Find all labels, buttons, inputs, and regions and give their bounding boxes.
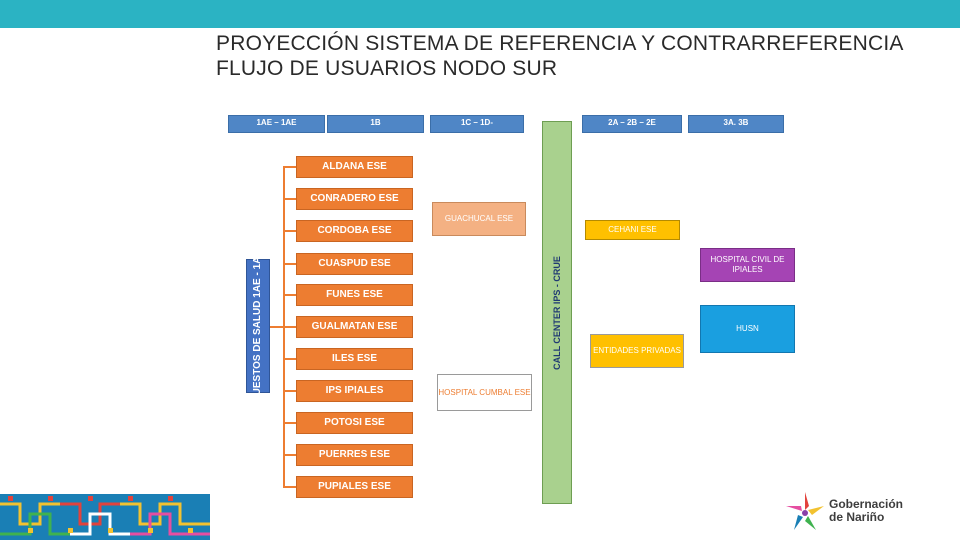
connector-branch	[284, 454, 296, 456]
connector-branch	[284, 390, 296, 392]
hospital-cumbal-box: HOSPITAL CUMBAL ESE	[437, 374, 532, 411]
connector-branch	[284, 486, 296, 488]
connector-branch	[284, 422, 296, 424]
logo-line-1: Gobernación	[829, 497, 904, 511]
ese-aldana: ALDANA ESE	[296, 156, 413, 178]
header-3a-3b: 3A. 3B	[688, 115, 784, 133]
connector-branch	[284, 230, 296, 232]
hospital-civil-ipiales-box: HOSPITAL CIVIL DE IPIALES	[700, 248, 795, 282]
cehani-ese-box: CEHANI ESE	[585, 220, 680, 240]
connector-branch	[284, 263, 296, 265]
header-2a-2b-2e: 2A – 2B – 2E	[582, 115, 682, 133]
connector-puestos	[270, 326, 284, 328]
guachucal-ese-box: GUACHUCAL ESE	[432, 202, 526, 236]
page-title: PROYECCIÓN SISTEMA DE REFERENCIA Y CONTR…	[216, 32, 903, 80]
logo-line-2: de Nariño	[829, 510, 885, 524]
ese-cordoba: CORDOBA ESE	[296, 220, 413, 242]
gobernacion-logo: Gobernación de Nariño	[784, 490, 924, 534]
entidades-privadas-box: ENTIDADES PRIVADAS	[588, 332, 686, 370]
connector-branch	[284, 198, 296, 200]
ese-gualmatan: GUALMATAN ESE	[296, 316, 413, 338]
decorative-pattern	[0, 494, 210, 540]
header-1b: 1B	[327, 115, 424, 133]
connector-branch	[284, 326, 296, 328]
header-1c-1d: 1C – 1D-	[430, 115, 524, 133]
ese-pupiales: PUPIALES ESE	[296, 476, 413, 498]
top-accent-bar	[0, 0, 960, 28]
ese-conradero: CONRADERO ESE	[296, 188, 413, 210]
connector-branch	[284, 358, 296, 360]
ips-ipiales: IPS IPIALES	[296, 380, 413, 402]
ese-cuaspud: CUASPUD ESE	[296, 253, 413, 275]
husn-box: HUSN	[700, 305, 795, 353]
ese-puerres: PUERRES ESE	[296, 444, 413, 466]
star-logo-icon	[786, 492, 824, 530]
ese-iles: ILES ESE	[296, 348, 413, 370]
connector-branch	[284, 294, 296, 296]
call-center-bar: CALL CENTER IPS - CRUE	[542, 121, 572, 504]
connector-branch	[284, 166, 296, 168]
puestos-de-salud-box: PUESTOS DE SALUD 1AE - 1AP	[246, 250, 270, 402]
ese-funes: FUNES ESE	[296, 284, 413, 306]
ese-potosi: POTOSI ESE	[296, 412, 413, 434]
header-1ae: 1AE – 1AE	[228, 115, 325, 133]
